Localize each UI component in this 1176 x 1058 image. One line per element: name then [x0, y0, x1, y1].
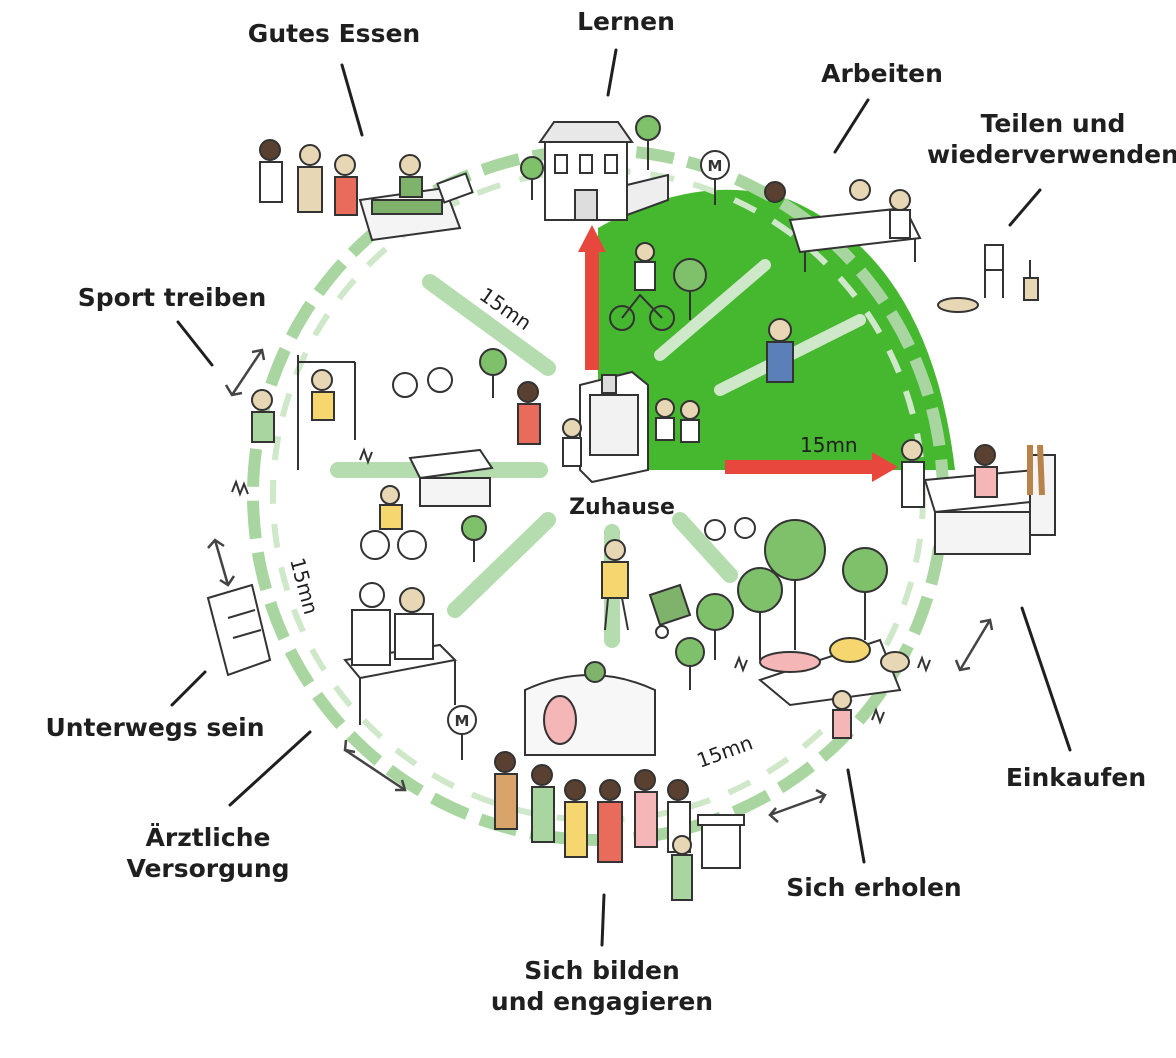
label-aerztliche-versorgung: Ärztliche Versorgung	[126, 822, 289, 885]
doctor-table-icon	[343, 582, 458, 725]
ring-arrows	[207, 348, 994, 823]
distance-label-ne: 15mn	[800, 433, 858, 457]
bike-rack-icon	[206, 583, 272, 677]
home-building-icon	[579, 370, 649, 484]
distance-label-w: 15mn	[285, 555, 323, 617]
label-lernen: Lernen	[577, 7, 675, 36]
school-building-icon	[538, 121, 669, 221]
label-zuhause: Zuhause	[569, 495, 675, 520]
grass-tufts	[231, 447, 931, 725]
metro-sign-icon: M	[700, 150, 730, 205]
stage-icon	[524, 661, 656, 756]
ballot-box-icon	[697, 814, 745, 869]
label-teilen-line-1: Teilen und	[980, 109, 1126, 138]
label-gutes-essen: Gutes Essen	[247, 19, 421, 48]
office-table-icon	[788, 206, 922, 272]
label-bilden-line-1: Sich bilden	[524, 956, 680, 985]
red-arrows	[578, 225, 898, 482]
label-bilden: Sich bilden und engagieren	[491, 955, 713, 1018]
distance-label-s: 15mn	[694, 730, 756, 772]
label-aerztliche-line-2: Versorgung	[126, 854, 290, 884]
leader-lines	[170, 48, 1072, 947]
label-erholen: Sich erholen	[786, 873, 962, 902]
label-einkaufen: Einkaufen	[1005, 763, 1147, 792]
label-aerztliche-line-1: Ärztliche	[145, 823, 271, 852]
sport-equipment-icon	[297, 355, 356, 470]
tree-icon	[461, 115, 888, 690]
label-bilden-line-2: und engagieren	[490, 987, 714, 1017]
play-table-icon	[408, 448, 494, 507]
svg-text:M: M	[455, 712, 470, 730]
street-worker-icon	[601, 539, 692, 639]
label-teilen: Teilen und wiederverwenden	[927, 108, 1176, 171]
furniture-icon	[937, 244, 1039, 313]
bicycle-icon	[360, 242, 756, 560]
label-teilen-line-2: wiederverwenden	[927, 140, 1176, 170]
people-icon	[251, 139, 998, 901]
market-stall-icon	[358, 172, 474, 242]
label-sport: Sport treiben	[77, 283, 267, 312]
label-arbeiten: Arbeiten	[821, 59, 943, 88]
svg-text:M: M	[708, 157, 723, 175]
picnic-icon	[757, 637, 910, 707]
label-unterwegs: Unterwegs sein	[45, 713, 265, 742]
metro-sign-icon: M	[447, 705, 477, 760]
